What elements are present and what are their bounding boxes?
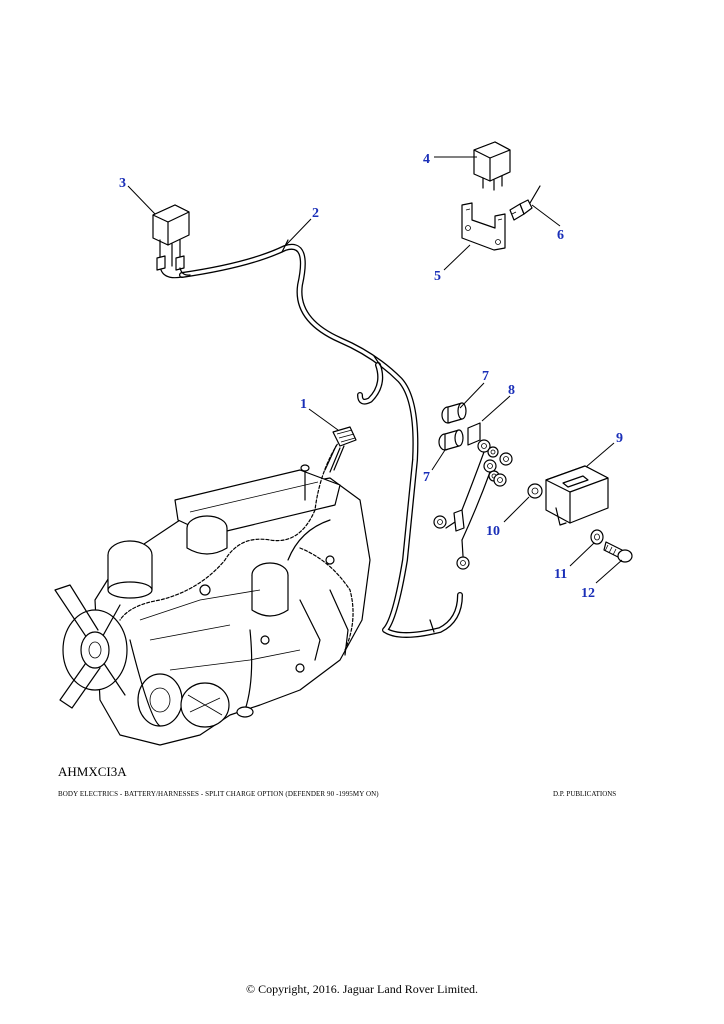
item-5-bracket [461, 202, 506, 251]
callout-1: 1 [300, 397, 307, 412]
callout-8: 8 [508, 383, 515, 398]
engine-illustration [54, 464, 371, 746]
callout-7-lower: 7 [423, 470, 430, 485]
item-9-split-charge-relay [545, 465, 609, 526]
callout-11: 11 [554, 567, 567, 582]
item-8-fusible-links [433, 422, 513, 570]
item-12-bolt [603, 541, 633, 563]
callout-9: 9 [616, 431, 623, 446]
section-title: BODY ELECTRICS - BATTERY/HARNESSES - SPL… [58, 790, 379, 798]
callout-6: 6 [557, 228, 564, 243]
callout-labels: 1 2 3 4 5 6 7 7 8 9 10 11 12 [119, 152, 623, 601]
callout-2: 2 [312, 206, 319, 221]
callout-12: 12 [581, 586, 595, 601]
fan [54, 584, 128, 709]
item-1-connector [324, 426, 357, 473]
illustration-code: AHMXCI3A [58, 764, 127, 779]
engine-harness-loom [119, 439, 341, 621]
callout-10: 10 [486, 524, 500, 539]
item-7-stud-upper [441, 402, 467, 424]
publisher: D.P. PUBLICATIONS [553, 790, 617, 798]
item-3-relay [152, 204, 191, 279]
callout-3: 3 [119, 176, 126, 191]
copyright-notice: © Copyright, 2016. Jaguar Land Rover Lim… [245, 982, 479, 996]
callout-7-upper: 7 [482, 369, 489, 384]
leader-lines [127, 156, 623, 584]
callout-5: 5 [434, 269, 441, 284]
item-10-nut [527, 483, 543, 499]
callout-4: 4 [423, 152, 430, 167]
item-4-relay [473, 141, 511, 191]
item-7-stud-lower [438, 429, 464, 451]
item-6-sensor [509, 185, 541, 221]
item-11-washer [590, 529, 604, 545]
